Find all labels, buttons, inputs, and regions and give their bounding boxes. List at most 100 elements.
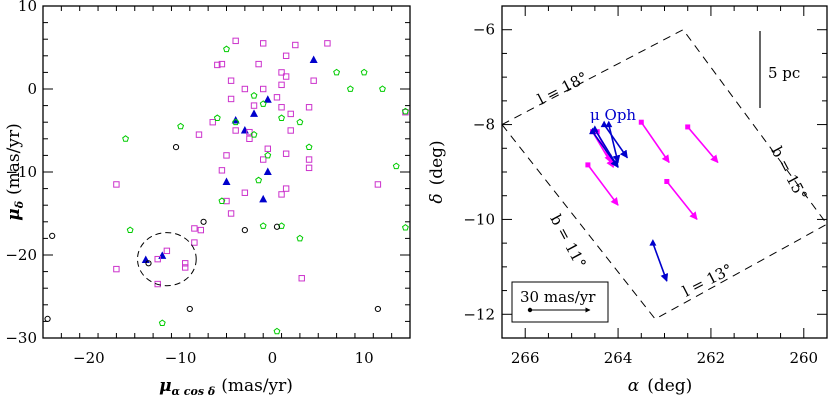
pentagon-point xyxy=(126,226,134,234)
triangle-point xyxy=(263,167,272,175)
square-point xyxy=(278,104,285,111)
blue-vector-start xyxy=(605,120,613,128)
circle-point xyxy=(145,260,152,267)
magenta-vector-start xyxy=(638,119,644,125)
pentagon-point xyxy=(250,92,258,99)
square-point xyxy=(282,185,290,192)
square-point xyxy=(227,95,235,103)
square-point xyxy=(232,37,239,45)
square-point xyxy=(197,226,205,234)
triangle-point xyxy=(309,55,318,63)
y-tick-label: −10 xyxy=(463,210,495,228)
pentagon-point xyxy=(250,131,258,138)
pentagon-point xyxy=(232,118,240,126)
y-tick-label: −8 xyxy=(473,116,495,134)
square-point xyxy=(227,210,235,217)
pentagon-point xyxy=(296,234,304,242)
square-point xyxy=(273,94,281,101)
square-point xyxy=(182,260,189,267)
circle-point xyxy=(273,223,281,230)
circle-point xyxy=(44,315,51,323)
square-point xyxy=(374,181,382,188)
x-tick-label: 0 xyxy=(268,349,278,367)
triangle-point xyxy=(259,194,268,203)
pentagon-point xyxy=(379,85,386,92)
magenta-vector xyxy=(687,126,719,164)
triangle-point xyxy=(263,95,272,103)
square-point xyxy=(227,77,235,84)
pentagon-point xyxy=(177,122,185,130)
label-l18: l = 18° xyxy=(535,68,591,108)
y-tick-label: −6 xyxy=(473,21,495,39)
pentagon-point xyxy=(273,327,281,335)
blue-vector xyxy=(652,242,669,282)
x-tick-label: 260 xyxy=(789,349,818,367)
square-point xyxy=(305,104,313,111)
square-point xyxy=(163,247,171,255)
y-tick-label: −20 xyxy=(5,246,37,264)
proper-motion-scale-box xyxy=(511,281,609,323)
circle-point xyxy=(200,218,207,225)
square-point xyxy=(292,41,299,49)
square-point xyxy=(282,52,290,59)
label-b11: b = 11° xyxy=(546,211,589,271)
square-point xyxy=(305,156,313,163)
pentagon-point xyxy=(278,114,285,121)
pentagon-point xyxy=(213,114,221,121)
proper-motion-vectors xyxy=(585,119,719,282)
pentagon-point xyxy=(223,45,230,53)
square-point xyxy=(260,85,267,93)
magenta-vector xyxy=(587,164,619,206)
square-point xyxy=(250,102,258,109)
triangle-point xyxy=(222,177,231,185)
triangle-point xyxy=(141,255,150,263)
square-point xyxy=(282,73,290,80)
pentagon-point xyxy=(296,118,304,126)
square-point xyxy=(287,110,294,118)
magenta-vector-start xyxy=(685,124,691,130)
pentagon-point xyxy=(346,85,354,92)
square-point xyxy=(113,181,120,188)
pentagon-point xyxy=(122,135,130,142)
square-point xyxy=(218,60,226,68)
magenta-vector-start xyxy=(585,162,591,168)
square-point xyxy=(278,191,285,198)
y-tick-label: 0 xyxy=(27,80,37,98)
square-point xyxy=(191,239,198,246)
magenta-vector xyxy=(640,121,670,164)
square-point xyxy=(214,61,221,69)
moving-group-circle xyxy=(137,232,197,287)
right-x-axis-label: α(deg) xyxy=(628,376,693,396)
x-tick-label: 266 xyxy=(511,349,540,367)
square-point xyxy=(298,275,305,282)
magenta-vector-start xyxy=(664,178,670,184)
square-point xyxy=(278,69,285,76)
right-y-axis-label: δ(deg) xyxy=(427,140,447,203)
pentagon-point xyxy=(218,197,226,204)
square-point xyxy=(113,265,120,273)
square-point xyxy=(182,264,189,271)
pentagon-point xyxy=(333,68,341,76)
square-point xyxy=(278,81,285,89)
left-plot-frame xyxy=(42,5,411,339)
square-point xyxy=(223,152,230,159)
square-point xyxy=(223,197,230,205)
square-point xyxy=(246,128,253,136)
square-point xyxy=(241,189,249,196)
square-point xyxy=(255,60,262,68)
pentagon-point xyxy=(255,176,263,184)
y-tick-label: 10 xyxy=(18,0,37,15)
x-tick-label: −20 xyxy=(73,349,105,367)
x-tick-label: 262 xyxy=(697,349,726,367)
square-point xyxy=(195,131,203,138)
square-point xyxy=(241,85,249,93)
square-point xyxy=(154,280,161,288)
y-tick-label: −10 xyxy=(5,163,37,181)
magenta-vector xyxy=(666,180,698,221)
star-label-mu-oph: μ Oph xyxy=(590,106,636,124)
pentagon-point xyxy=(264,151,272,159)
